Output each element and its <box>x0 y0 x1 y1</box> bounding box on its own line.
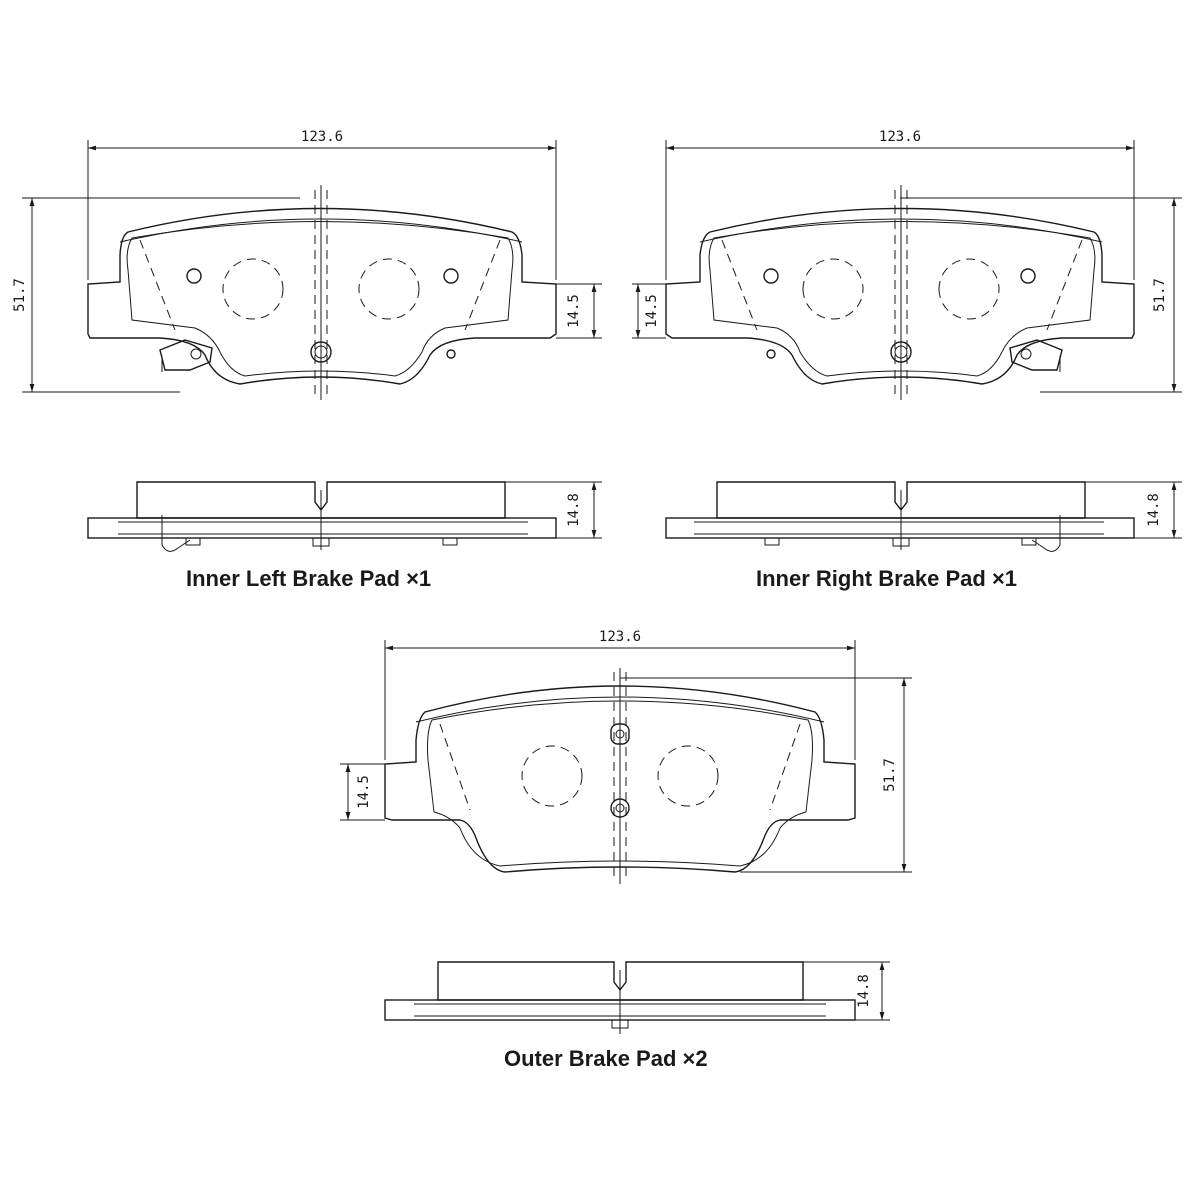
dim-ear-height: 14.5 <box>356 775 372 809</box>
outer-dimensions: 123.6 51.7 14.5 14.8 <box>340 629 912 1021</box>
dim-thickness: 14.8 <box>566 493 582 527</box>
dim-length: 123.6 <box>879 129 921 145</box>
inner-right-front-view <box>665 185 1135 400</box>
caption-outer: Outer Brake Pad ×2 <box>504 1046 708 1071</box>
caption-inner-left: Inner Left Brake Pad ×1 <box>186 566 432 591</box>
outer-front-view <box>384 668 856 884</box>
dim-ear-height: 14.5 <box>566 294 582 328</box>
dim-length: 123.6 <box>599 629 641 645</box>
inner-left-front-view <box>87 185 557 400</box>
caption-inner-right: Inner Right Brake Pad ×1 <box>756 566 1018 591</box>
dim-height: 51.7 <box>12 278 28 312</box>
dim-thickness: 14.8 <box>1146 493 1162 527</box>
inner-right-dimensions: 123.6 51.7 14.5 14.8 <box>632 129 1182 539</box>
dim-ear-height: 14.5 <box>644 294 660 328</box>
inner-left-side-view <box>87 481 557 552</box>
inner-left-dimensions: 123.6 51.7 14.5 14.8 <box>12 129 602 539</box>
dim-thickness: 14.8 <box>856 974 872 1008</box>
dim-length: 123.6 <box>301 129 343 145</box>
outer-side-view <box>384 961 856 1034</box>
inner-right-side-view <box>665 481 1135 552</box>
dim-height: 51.7 <box>882 758 898 792</box>
dim-height: 51.7 <box>1152 278 1168 312</box>
